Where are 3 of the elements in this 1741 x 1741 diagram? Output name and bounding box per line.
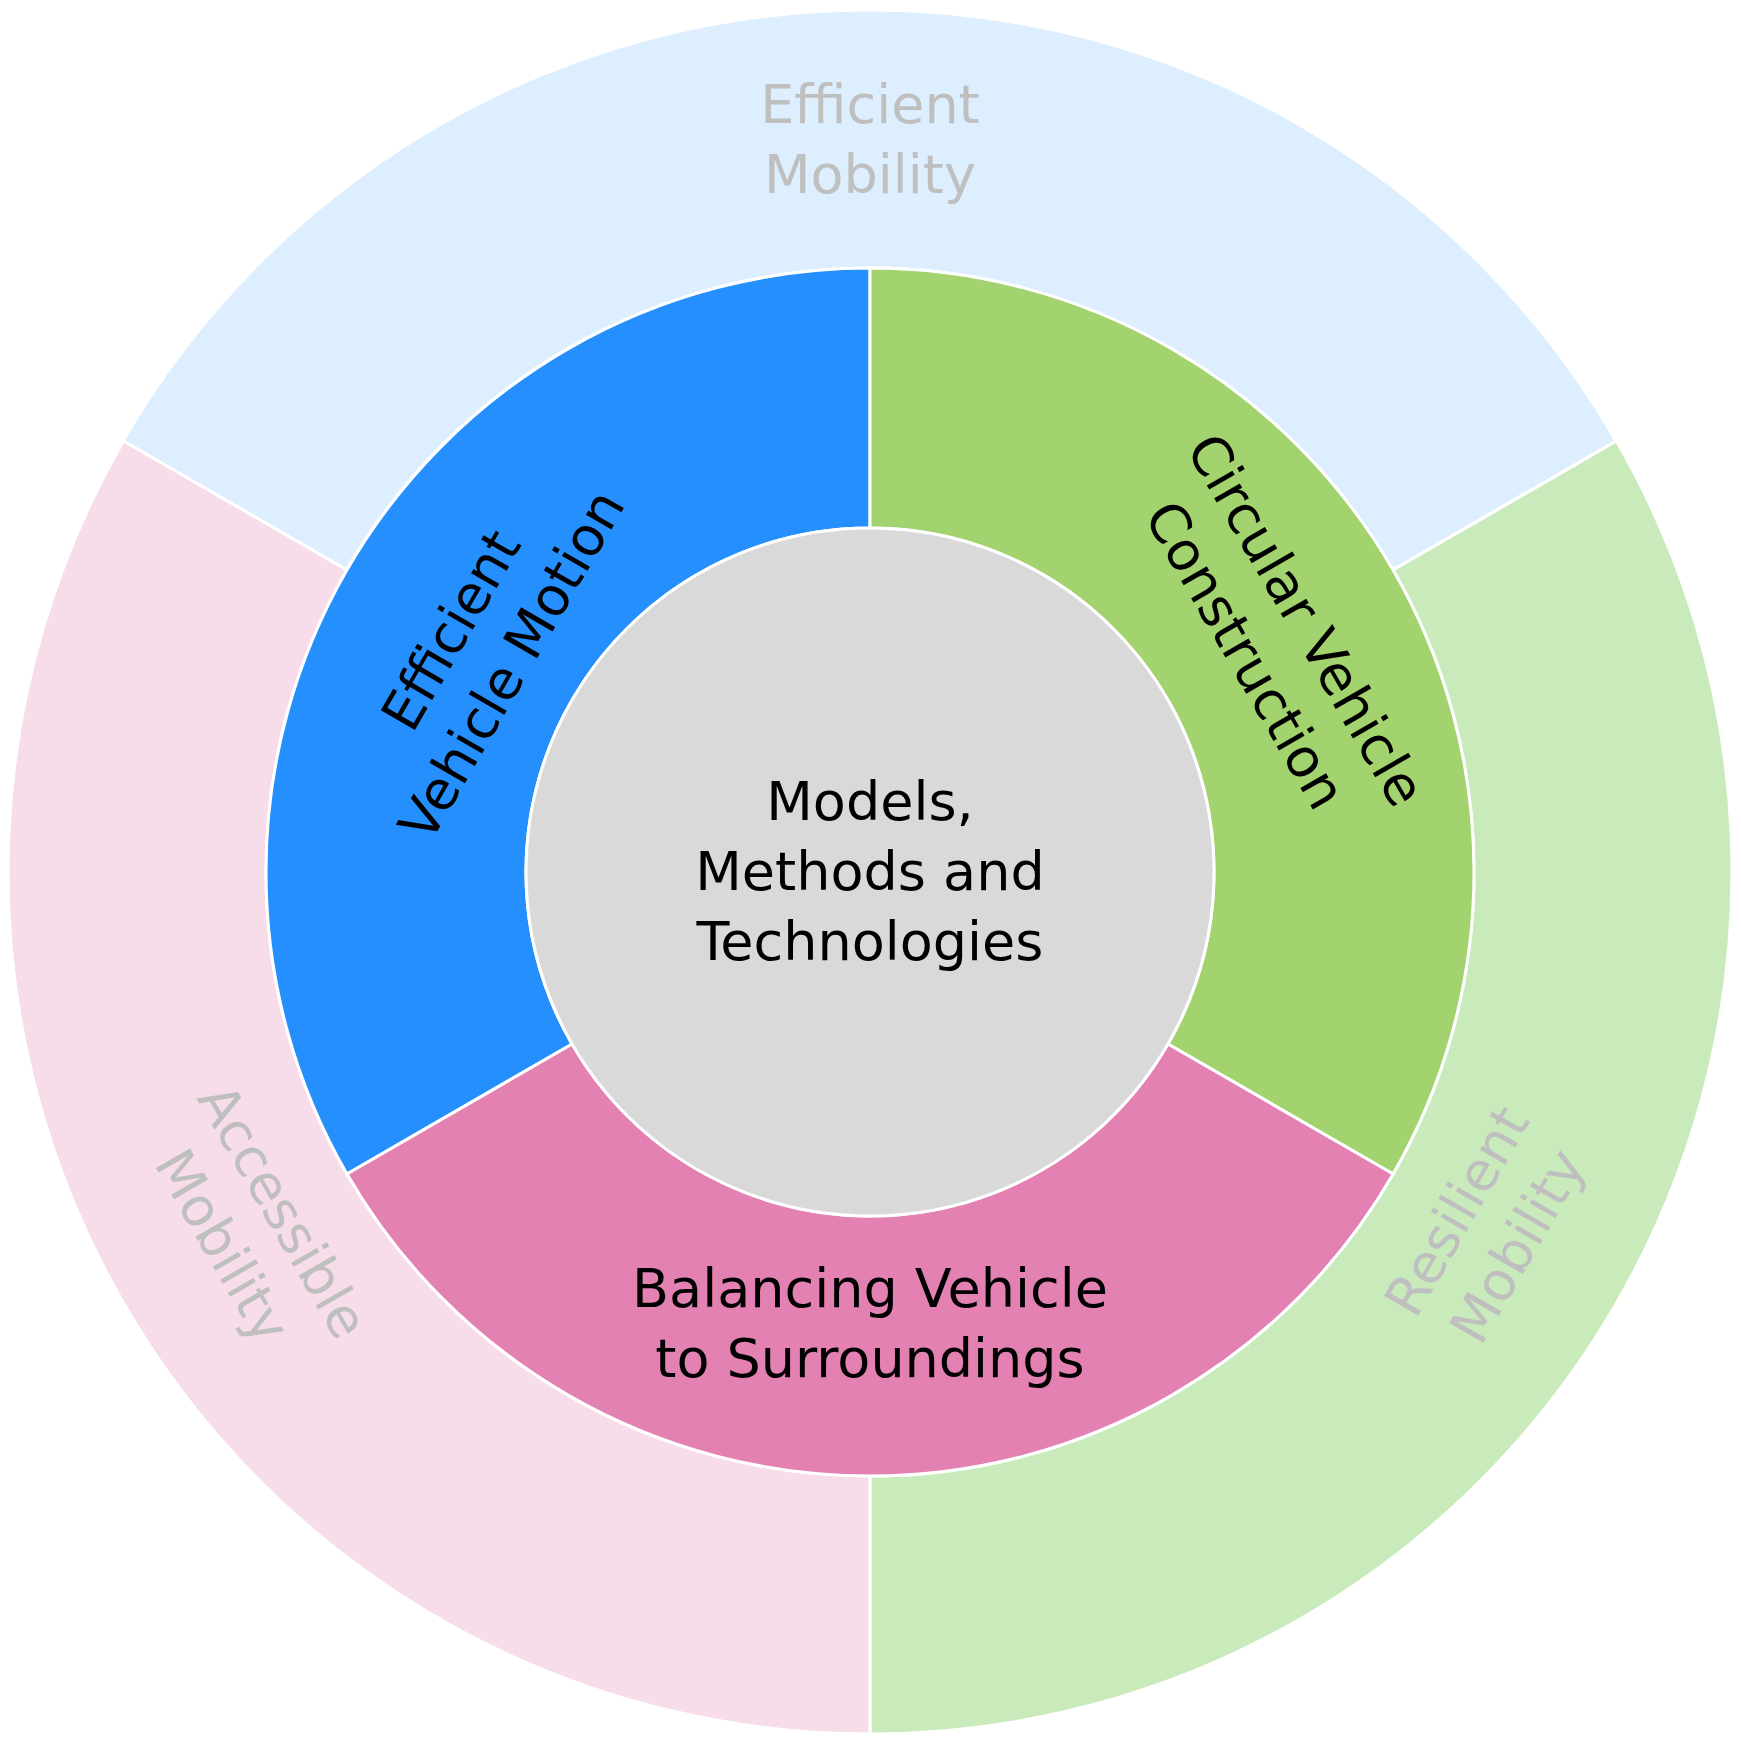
topic-label: Balancing Vehicle to Surroundings <box>631 1255 1109 1392</box>
core-label: Models, Methods and Technologies <box>694 768 1046 976</box>
theme-label: Efficient Mobility <box>759 71 981 208</box>
